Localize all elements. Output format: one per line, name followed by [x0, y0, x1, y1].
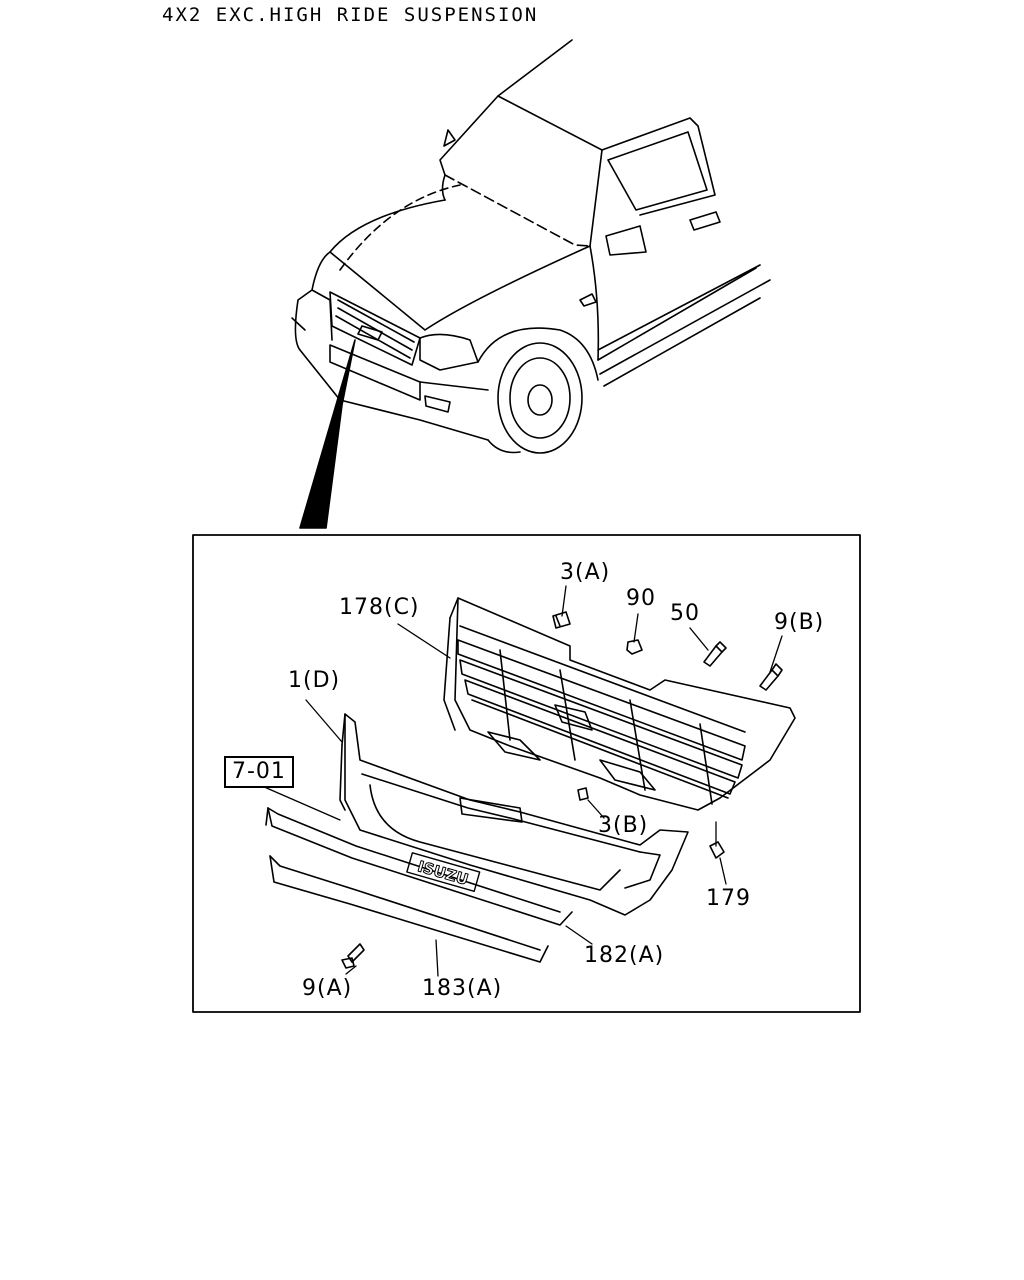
clip-3a-icon	[553, 612, 570, 628]
vehicle-illustration	[292, 40, 770, 453]
screw-50-icon	[704, 642, 726, 666]
isuzu-emblem	[407, 853, 480, 892]
part-label-182a: 182(A)	[584, 943, 665, 968]
clip-3b-icon	[578, 788, 588, 800]
part-label-1d: 1(D)	[288, 668, 341, 693]
part-label-183a: 183(A)	[422, 976, 503, 1001]
screw-9b-icon	[760, 664, 782, 690]
grille-frame-1d	[340, 714, 688, 915]
callout-pointer	[300, 340, 355, 528]
part-label-50: 50	[670, 601, 700, 626]
trim-strip-182a	[266, 808, 572, 925]
part-label-178c: 178(C)	[339, 595, 420, 620]
nut-90-icon	[627, 640, 642, 654]
part-label-9a: 9(A)	[302, 976, 353, 1001]
part-label-3a: 3(A)	[560, 560, 611, 585]
detail-frame	[193, 535, 860, 1012]
bolt-9a-icon	[342, 944, 364, 968]
part-label-179: 179	[706, 886, 751, 911]
part-label-3b: 3(B)	[598, 813, 649, 838]
grille-back-178c	[444, 598, 795, 810]
part-label-90: 90	[626, 586, 656, 611]
trim-strip-183a	[270, 856, 548, 962]
leader-lines	[262, 586, 782, 976]
part-label-9b: 9(B)	[774, 610, 825, 635]
clip-179-icon	[710, 842, 724, 858]
diagram-title: 4X2 EXC.HIGH RIDE SUSPENSION	[162, 4, 539, 26]
ref-box-7-01[interactable]: 7-01	[224, 756, 294, 788]
